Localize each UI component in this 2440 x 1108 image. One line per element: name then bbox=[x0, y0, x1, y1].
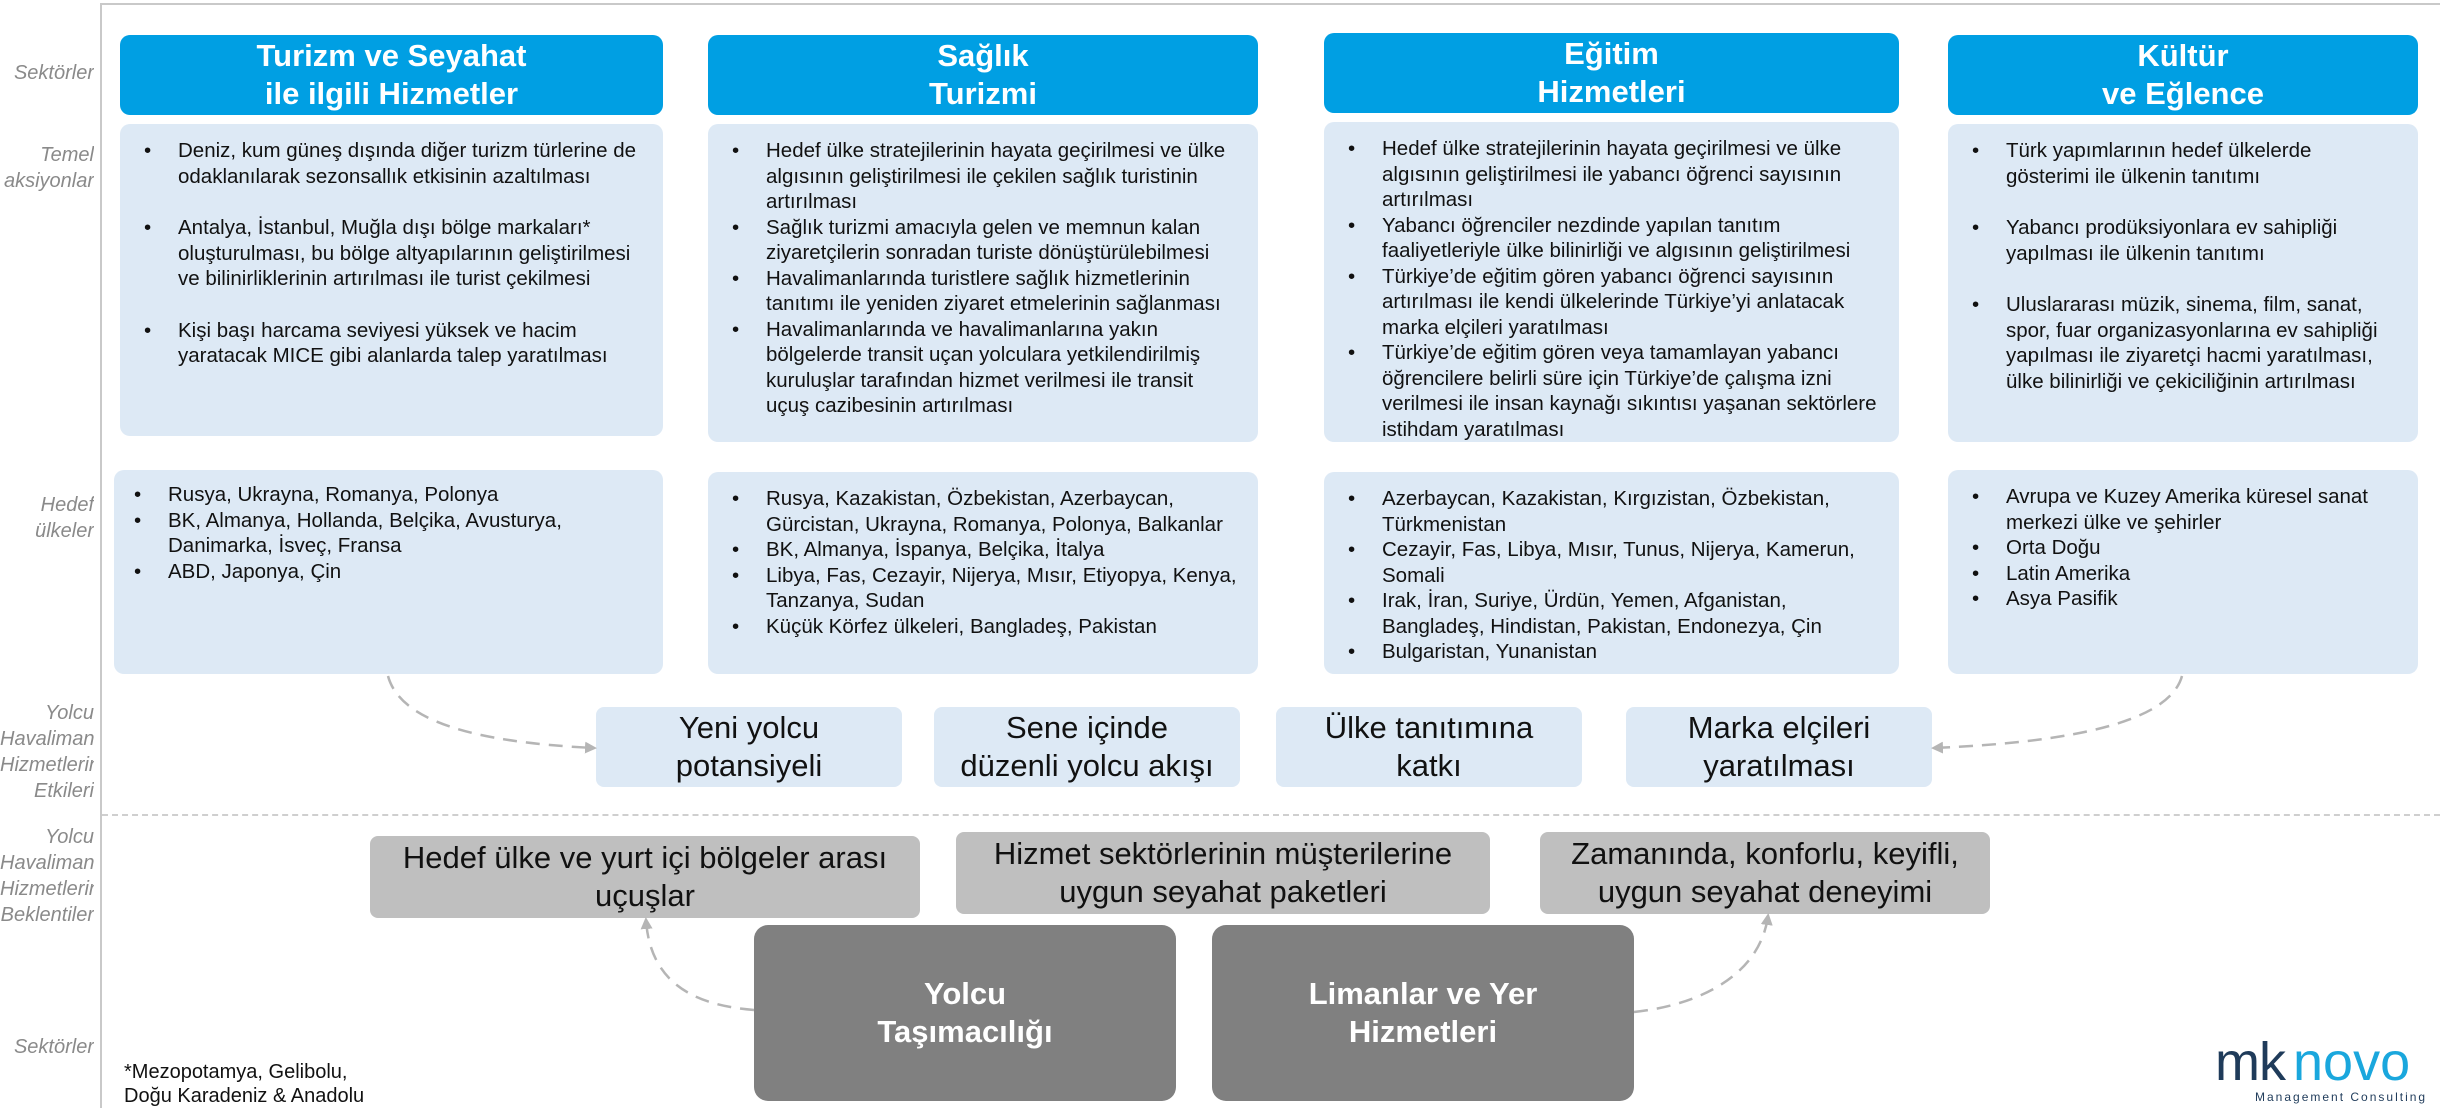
list-item: BK, Almanya, İspanya, Belçika, İtalya bbox=[732, 537, 1238, 563]
list-item: Avrupa ve Kuzey Amerika küresel sanat me… bbox=[1972, 484, 2398, 535]
list-item: Antalya, İstanbul, Muğla dışı bölge mark… bbox=[144, 215, 643, 292]
actions-box-turizm: Deniz, kum güneş dışında diğer turizm tü… bbox=[120, 124, 663, 436]
list-item: Türkiye’de eğitim gören yabancı öğrenci … bbox=[1348, 264, 1879, 341]
base-sector-limanlar: Limanlar ve Yer Hizmetleri bbox=[1212, 925, 1634, 1101]
arrow-left-bottom bbox=[640, 917, 755, 1012]
list-item: Asya Pasifik bbox=[1972, 586, 2398, 612]
row-label-hedef-ulkeler: Hedef ülkeler bbox=[35, 494, 94, 542]
list-item: Hedef ülke stratejilerinin hayata geçiri… bbox=[1348, 136, 1879, 213]
list-item: Azerbaycan, Kazakistan, Kırgızistan, Özb… bbox=[1348, 486, 1879, 537]
list-item: Yabancı öğrenciler nezdinde yapılan tanı… bbox=[1348, 213, 1879, 264]
expectation-seyahat-paketleri: Hizmet sektörlerinin müşterilerine uygun… bbox=[956, 832, 1490, 914]
list-item: Havalimanlarında ve havalimanlarına yakı… bbox=[732, 317, 1238, 419]
list-item: Irak, İran, Suriye, Ürdün, Yemen, Afgani… bbox=[1348, 588, 1879, 639]
list-item: Havalimanlarında turistlere sağlık hizme… bbox=[732, 266, 1238, 317]
effect-yeni-yolcu: Yeni yolcu potansiyeli bbox=[596, 707, 902, 787]
countries-box-egitim: Azerbaycan, Kazakistan, Kırgızistan, Özb… bbox=[1324, 472, 1899, 674]
diagram-frame bbox=[100, 3, 2440, 1108]
row-label-etkileri: Yolcu Havaliman, Yer Hizmetlerine Etkile… bbox=[0, 702, 94, 802]
list-item: Rusya, Kazakistan, Özbekistan, Azerbayca… bbox=[732, 486, 1238, 537]
list-item: Uluslararası müzik, sinema, film, sanat,… bbox=[1972, 292, 2398, 394]
list-item: Türk yapımlarının hedef ülkelerde göster… bbox=[1972, 138, 2398, 189]
footnote: *Mezopotamya, Gelibolu, Doğu Karadeniz &… bbox=[124, 1061, 365, 1107]
row-label-sektorler-top: Sektörler bbox=[13, 62, 94, 84]
sector-header-egitim: Eğitim Hizmetleri bbox=[1324, 33, 1899, 113]
logo-mk: mk bbox=[2215, 1032, 2286, 1092]
expectation-seyahat-deneyimi: Zamanında, konforlu, keyifli, uygun seya… bbox=[1540, 832, 1990, 914]
row-label-temel-aksiyonlar: Temel aksiyonlar bbox=[3, 144, 94, 192]
arrow-left-top bbox=[386, 675, 597, 754]
list-item: Deniz, kum güneş dışında diğer turizm tü… bbox=[144, 138, 643, 189]
expectation-ucuslar: Hedef ülke ve yurt içi bölgeler arası uç… bbox=[370, 836, 920, 918]
row-label-sektorler-bottom: Sektörler bbox=[13, 1036, 94, 1058]
arrow-right-bottom bbox=[1633, 913, 1773, 1014]
list-item: Hedef ülke stratejilerinin hayata geçiri… bbox=[732, 138, 1238, 215]
arrow-right-top bbox=[1931, 675, 2184, 754]
list-item: ABD, Japonya, Çin bbox=[134, 559, 643, 585]
sector-header-saglik: Sağlık Turizmi bbox=[708, 35, 1258, 115]
effect-duzenli-akis: Sene içinde düzenli yolcu akışı bbox=[934, 707, 1240, 787]
actions-box-kultur: Türk yapımlarının hedef ülkelerde göster… bbox=[1948, 124, 2418, 442]
countries-box-kultur: Avrupa ve Kuzey Amerika küresel sanat me… bbox=[1948, 470, 2418, 674]
countries-box-turizm: Rusya, Ukrayna, Romanya, Polonya BK, Alm… bbox=[114, 470, 663, 674]
list-item: Cezayir, Fas, Libya, Mısır, Tunus, Nijer… bbox=[1348, 537, 1879, 588]
list-item: Kişi başı harcama seviyesi yüksek ve hac… bbox=[144, 318, 643, 369]
list-item: Rusya, Ukrayna, Romanya, Polonya bbox=[134, 482, 643, 508]
sector-header-turizm: Turizm ve Seyahat ile ilgili Hizmetler bbox=[120, 35, 663, 115]
logo-novo: novo bbox=[2293, 1032, 2411, 1092]
list-item: Orta Doğu bbox=[1972, 535, 2398, 561]
list-item: Yabancı prodüksiyonlara ev sahipliği yap… bbox=[1972, 215, 2398, 266]
logo-subtitle: Management Consulting bbox=[2255, 1090, 2428, 1104]
list-item: Latin Amerika bbox=[1972, 561, 2398, 587]
list-item: Türkiye’de eğitim gören veya tamamlayan … bbox=[1348, 340, 1879, 442]
countries-box-saglik: Rusya, Kazakistan, Özbekistan, Azerbayca… bbox=[708, 472, 1258, 674]
list-item: Libya, Fas, Cezayir, Nijerya, Mısır, Eti… bbox=[732, 563, 1238, 614]
actions-box-egitim: Hedef ülke stratejilerinin hayata geçiri… bbox=[1324, 122, 1899, 442]
actions-box-saglik: Hedef ülke stratejilerinin hayata geçiri… bbox=[708, 124, 1258, 442]
list-item: Sağlık turizmi amacıyla gelen ve memnun … bbox=[732, 215, 1238, 266]
sector-header-kultur: Kültür ve Eğlence bbox=[1948, 35, 2418, 115]
row-label-beklentiler: Yolcu Havaliman, Yer Hizmetlerin- Beklen… bbox=[0, 826, 94, 926]
mknovo-logo: mk novo Management Consulting bbox=[2215, 1034, 2430, 1108]
effect-marka-elcileri: Marka elçileri yaratılması bbox=[1626, 707, 1932, 787]
effect-ulke-tanitimi: Ülke tanıtımına katkı bbox=[1276, 707, 1582, 787]
list-item: Küçük Körfez ülkeleri, Bangladeş, Pakist… bbox=[732, 614, 1238, 640]
list-item: Bulgaristan, Yunanistan bbox=[1348, 639, 1879, 665]
list-item: BK, Almanya, Hollanda, Belçika, Avustury… bbox=[134, 508, 643, 559]
section-divider bbox=[102, 814, 2440, 816]
base-sector-yolcu-tasimaciligi: Yolcu Taşımacılığı bbox=[754, 925, 1176, 1101]
